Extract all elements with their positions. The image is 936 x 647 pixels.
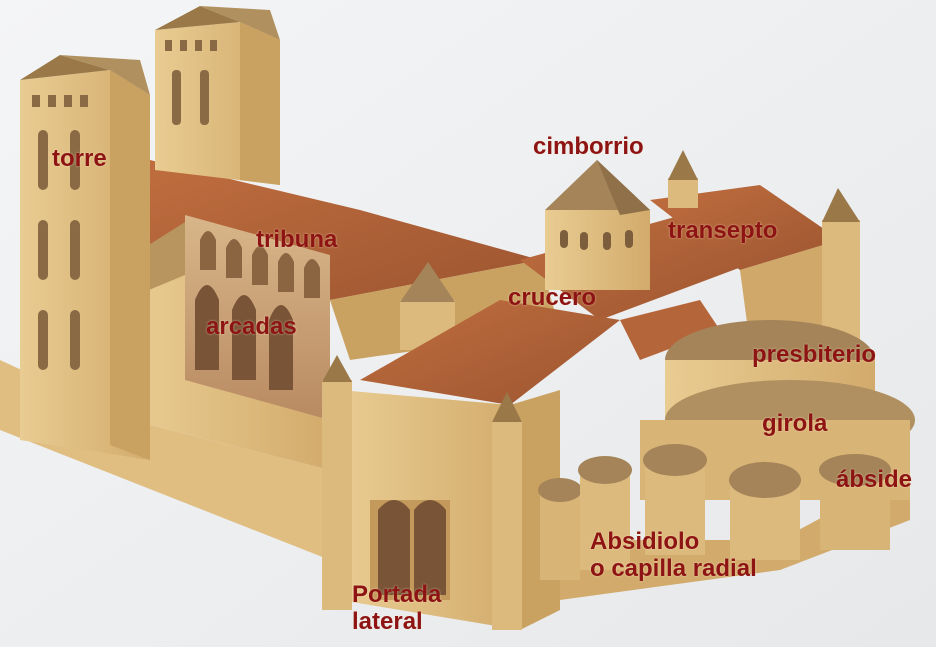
arcade-arches bbox=[195, 285, 293, 390]
label-absidiolo-line1: Absidiolo bbox=[590, 528, 700, 555]
label-girola: girola bbox=[762, 410, 828, 437]
label-portada-line2: lateral bbox=[352, 608, 423, 635]
label-crucero: crucero bbox=[508, 284, 597, 311]
label-portada-line1: Portada bbox=[352, 581, 442, 608]
label-absidiolo-line2: o capilla radial bbox=[590, 555, 757, 582]
crossing-roof bbox=[360, 300, 720, 405]
cimborrio bbox=[545, 160, 650, 290]
radiating-chapels bbox=[538, 444, 891, 580]
tower-left bbox=[20, 55, 150, 460]
label-abside: ábside bbox=[836, 466, 913, 493]
label-tribuna: tribuna bbox=[256, 226, 338, 253]
chevet bbox=[538, 320, 915, 580]
nave bbox=[125, 160, 560, 470]
label-cimborrio: cimborrio bbox=[533, 133, 644, 160]
label-arcadas: arcadas bbox=[206, 313, 297, 340]
label-torre: torre bbox=[52, 145, 107, 172]
label-transepto: transepto bbox=[668, 217, 778, 244]
turret-right bbox=[668, 150, 860, 340]
label-presbiterio: presbiterio bbox=[752, 341, 877, 368]
label-portada-lateral: Portada lateral bbox=[352, 581, 441, 635]
lateral-portal bbox=[370, 500, 450, 600]
tower-right bbox=[155, 6, 280, 185]
label-absidiolo: Absidiolo o capilla radial bbox=[590, 528, 757, 582]
tribune-arches bbox=[200, 231, 320, 298]
